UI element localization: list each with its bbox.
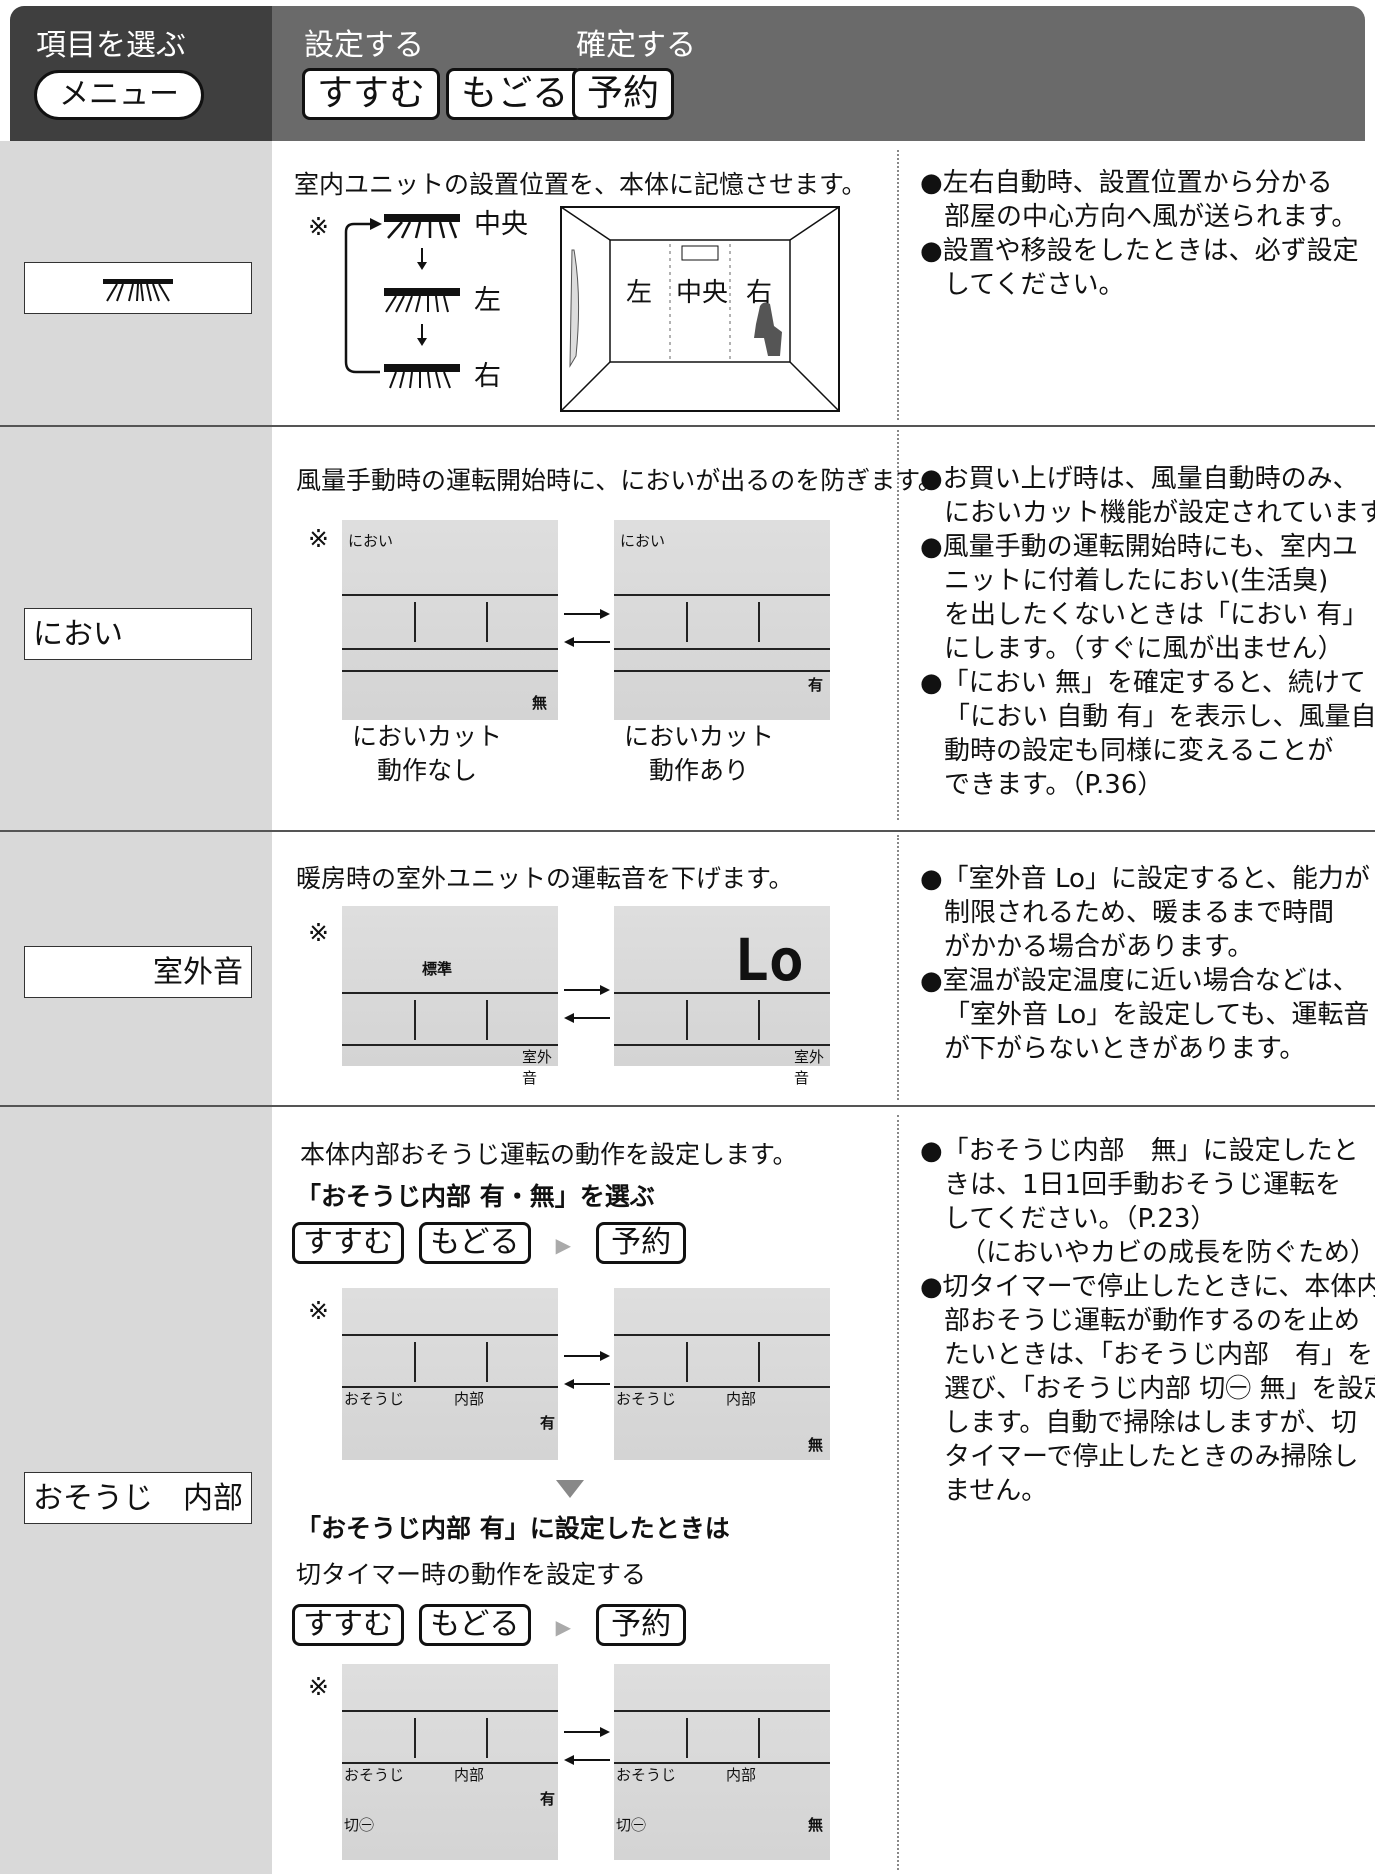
step-set-label: 設定する xyxy=(304,28,424,63)
arrow-down-icon xyxy=(556,1480,584,1498)
position-label-left: 左 xyxy=(474,285,501,316)
room-label-right: 右 xyxy=(746,278,773,308)
swap-arrows-icon xyxy=(564,1348,610,1396)
header-select-panel: 項目を選ぶ メニュー xyxy=(10,6,272,141)
modoru-button[interactable]: もどる xyxy=(419,1222,531,1264)
left-column xyxy=(0,141,272,1874)
flash-mark: 標準 xyxy=(422,960,453,978)
arrow-right-icon xyxy=(500,80,518,104)
arrow-right-icon: ▶ xyxy=(555,1233,571,1257)
row-description: 風量手動時の運転開始時に、においが出るのを防ぎます。 xyxy=(296,466,943,495)
row-description: 本体内部おそうじ運転の動作を設定します。 xyxy=(300,1140,798,1169)
swap-arrows-icon xyxy=(564,606,610,654)
notes-internal-cleaning: ●「おそうじ内部 無」に設定したと きは、1日1回手動おそうじ運転を してくださ… xyxy=(920,1136,1375,1506)
sub-heading: 「おそうじ内部 有・無」を選ぶ xyxy=(296,1182,655,1211)
flash-mark: 有 xyxy=(540,1790,556,1808)
lcd-sound-standard: 標準 室外音 xyxy=(342,906,558,1087)
flash-mark: 有 xyxy=(540,1414,556,1432)
arrow-right-icon: ▶ xyxy=(555,1615,571,1639)
divider xyxy=(897,835,899,1100)
header: 項目を選ぶ メニュー 設定する 確定する すすむ もどる 予約 xyxy=(10,6,1365,141)
lcd-clean-no: おそうじ 内部 無 xyxy=(614,1288,830,1460)
menu-button[interactable]: メニュー xyxy=(34,70,204,120)
note-mark: ※ xyxy=(308,1672,329,1701)
yoyaku-button[interactable]: 予約 xyxy=(596,1604,687,1646)
modoru-button[interactable]: もどる xyxy=(419,1604,531,1646)
flash-mark: 無 xyxy=(532,694,548,712)
caption-nioi-off: においカット動作なし xyxy=(352,722,503,785)
step-confirm-label: 確定する xyxy=(576,28,696,63)
row-separator xyxy=(0,425,1375,427)
row-description: 暖房時の室外ユニットの運転音を下げます。 xyxy=(296,864,794,893)
notes-outdoor-sound: ●「室外音 Lo」に設定すると、能力が 制限されるため、暖まるまで時間 がかかる… xyxy=(920,864,1370,1064)
lcd-nioi-on: におい 有 xyxy=(614,520,830,720)
button-row: すすむ もどる ▶ 予約 xyxy=(292,1222,687,1264)
row-separator xyxy=(0,830,1375,832)
swap-arrows-icon xyxy=(564,1724,610,1772)
yoyaku-button[interactable]: 予約 xyxy=(596,1222,687,1264)
row-name-nioi: におい xyxy=(24,608,252,660)
row-name-internal-cleaning: おそうじ 内部 xyxy=(24,1472,252,1524)
lcd-nioi-off: におい 無 xyxy=(342,520,558,720)
button-row: すすむ もどる ▶ 予約 xyxy=(292,1604,687,1646)
flash-mark: 有 xyxy=(808,676,824,694)
divider xyxy=(897,430,899,820)
susumu-button[interactable]: すすむ xyxy=(292,1222,404,1264)
note-mark: ※ xyxy=(308,1296,329,1325)
lcd-timer-no: おそうじ 内部 切㊀ 無 xyxy=(614,1664,830,1860)
sub-heading: 「おそうじ内部 有」に設定したときは xyxy=(296,1514,730,1543)
row-description: 室内ユニットの設置位置を、本体に記憶させます。 xyxy=(294,170,867,199)
position-label-right: 右 xyxy=(474,361,501,392)
row-name-outdoor-sound: 室外音 xyxy=(24,946,252,998)
caption-nioi-on: においカット動作あり xyxy=(624,722,775,785)
note-mark: ※ xyxy=(308,524,329,553)
sub-text: 切タイマー時の動作を設定する xyxy=(296,1560,647,1589)
lcd-clean-yes: おそうじ 内部 有 xyxy=(342,1288,558,1460)
room-label-left: 左 xyxy=(626,278,653,308)
note-mark: ※ xyxy=(308,918,329,947)
lcd-timer-yes: おそうじ 内部 有 切㊀ xyxy=(342,1664,558,1860)
modoru-button[interactable]: もどる xyxy=(446,68,584,120)
room-label-center: 中央 xyxy=(676,278,729,308)
header-set-panel: 設定する 確定する すすむ もどる 予約 xyxy=(272,6,1365,141)
room-diagram xyxy=(560,206,840,412)
louver-icon xyxy=(103,278,173,302)
flash-mark: 無 xyxy=(808,1436,824,1454)
position-label-center: 中央 xyxy=(474,209,528,240)
lcd-sound-lo: Lo 室外音 xyxy=(614,906,830,1087)
notes-position: ●左右自動時、設置位置から分かる 部屋の中心方向へ風が送られます。 ●設置や移設… xyxy=(920,168,1359,300)
divider xyxy=(897,1115,899,1870)
step-select-label: 項目を選ぶ xyxy=(36,28,186,63)
yoyaku-button[interactable]: 予約 xyxy=(572,68,675,120)
susumu-button[interactable]: すすむ xyxy=(292,1604,404,1646)
note-mark: ※ xyxy=(308,212,329,241)
flash-mark: Lo xyxy=(734,926,804,994)
divider xyxy=(897,150,899,420)
notes-nioi: ●お買い上げ時は、風量自動時のみ、 においカット機能が設定されています。 ●風量… xyxy=(920,464,1375,800)
louver-cycle-diagram xyxy=(344,214,460,389)
susumu-button[interactable]: すすむ xyxy=(302,68,441,120)
flash-mark: 無 xyxy=(808,1816,824,1834)
row-separator xyxy=(0,1105,1375,1107)
swap-arrows-icon xyxy=(564,982,610,1030)
row-name-position xyxy=(24,262,252,314)
